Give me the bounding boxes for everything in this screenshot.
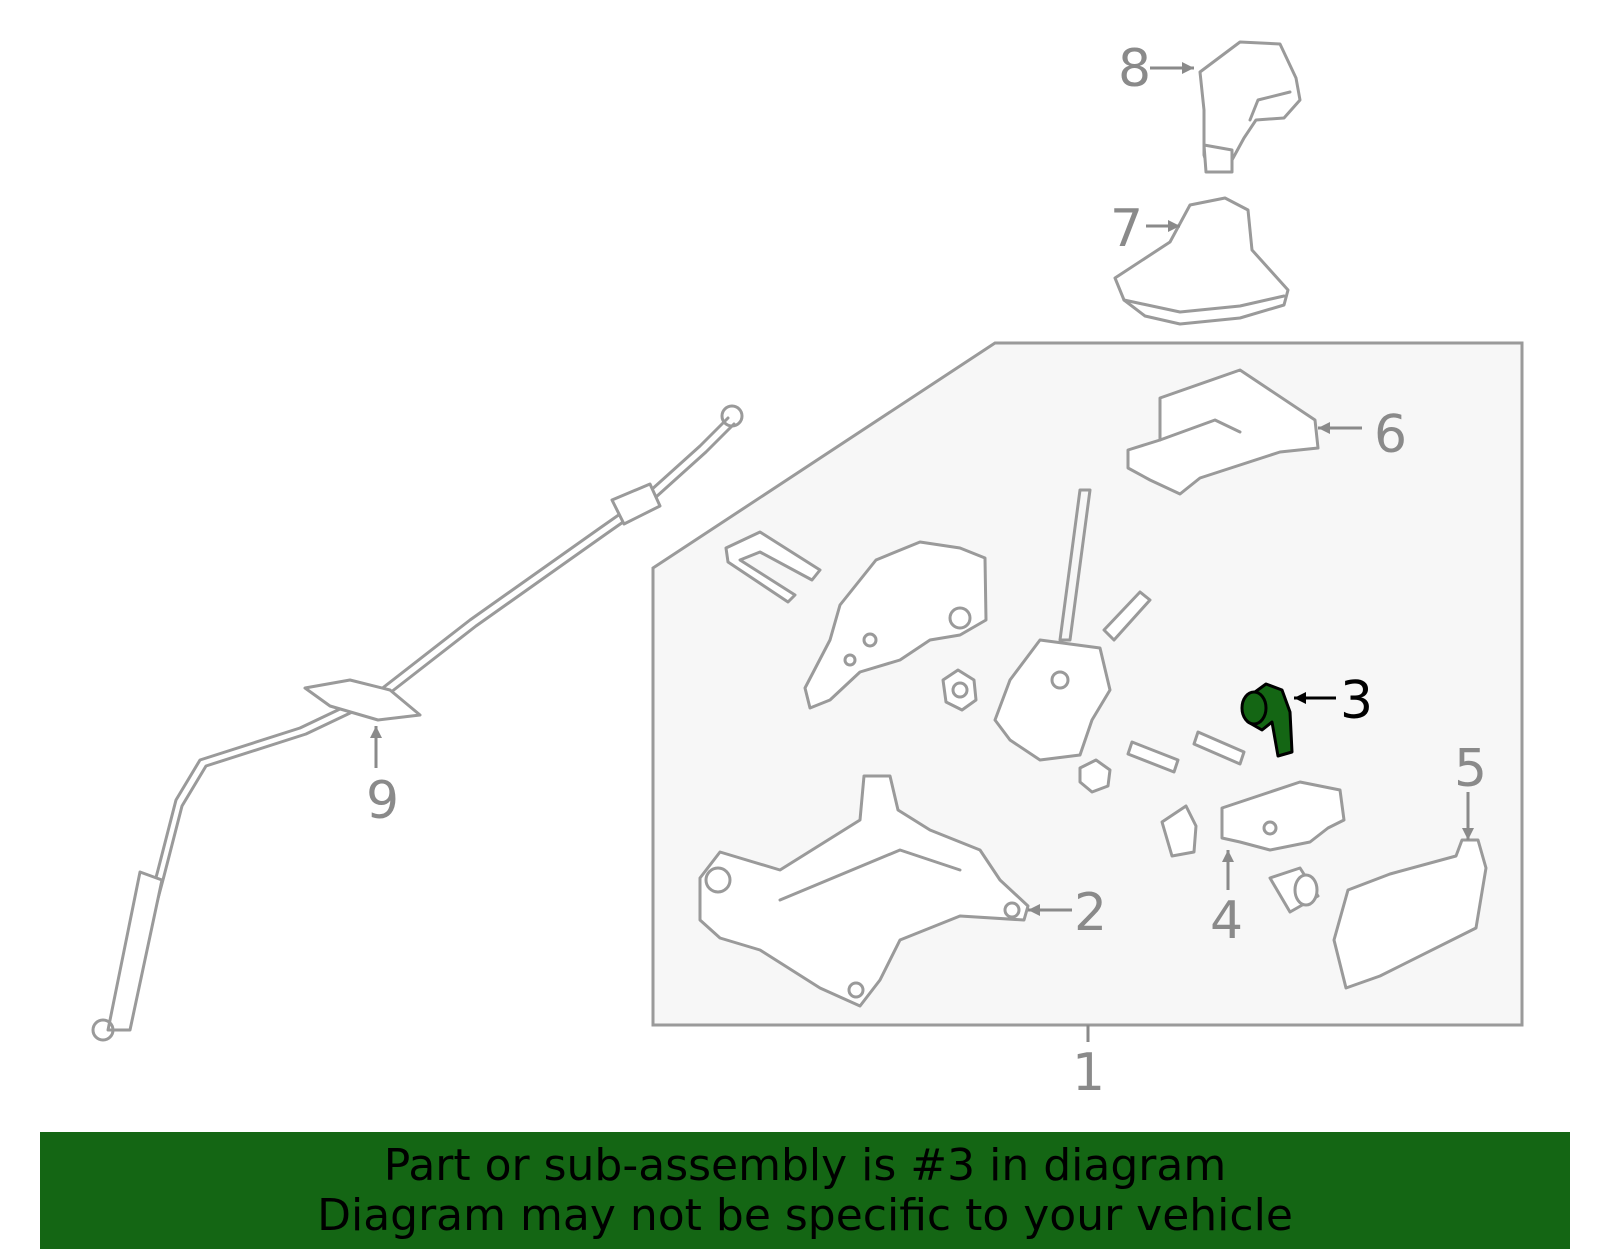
callout-label: 5	[1454, 739, 1487, 799]
callout-label: 7	[1110, 199, 1143, 259]
part-u-clip	[724, 530, 822, 604]
part-bushing	[1268, 866, 1320, 914]
callout-label: 3	[1340, 671, 1373, 731]
part-9-cable	[91, 404, 744, 1042]
part-5-module	[1332, 838, 1488, 990]
part-6-cover	[1126, 368, 1320, 496]
part-pin	[1102, 590, 1152, 642]
callout-1: 1	[1072, 1025, 1105, 1103]
callout-3: 3	[1294, 671, 1373, 731]
callout-2: 2	[1028, 883, 1107, 943]
banner-line-2: Diagram may not be specific to your vehi…	[317, 1189, 1293, 1241]
callout-label: 2	[1074, 883, 1107, 943]
callout-label: 6	[1374, 405, 1407, 465]
callout-label: 4	[1210, 891, 1243, 951]
part-4-clip	[1160, 780, 1346, 858]
callout-4: 4	[1210, 850, 1243, 951]
info-banner: Part or sub-assembly is #3 in diagram Di…	[40, 1132, 1570, 1249]
part-bracket	[803, 540, 988, 710]
part-7-shift-boot	[1113, 196, 1290, 326]
part-2-base	[698, 774, 1030, 1008]
part-8-shift-knob	[1198, 40, 1302, 174]
part-small-nut	[1078, 758, 1112, 794]
callout-7: 7	[1110, 199, 1180, 259]
callout-8: 8	[1118, 39, 1194, 99]
callout-9: 9	[366, 726, 399, 831]
part-nut	[941, 668, 978, 712]
part-shift-lever	[993, 488, 1112, 762]
callout-label: 9	[366, 771, 399, 831]
callout-6: 6	[1318, 405, 1407, 465]
part-bolt-1	[1126, 740, 1180, 774]
part-bolt-2	[1192, 730, 1246, 766]
callout-5: 5	[1454, 739, 1487, 840]
callout-label: 1	[1072, 1043, 1105, 1103]
part-3-highlighted	[1240, 682, 1294, 758]
callout-label: 8	[1118, 39, 1151, 99]
banner-line-1: Part or sub-assembly is #3 in diagram	[383, 1139, 1227, 1191]
